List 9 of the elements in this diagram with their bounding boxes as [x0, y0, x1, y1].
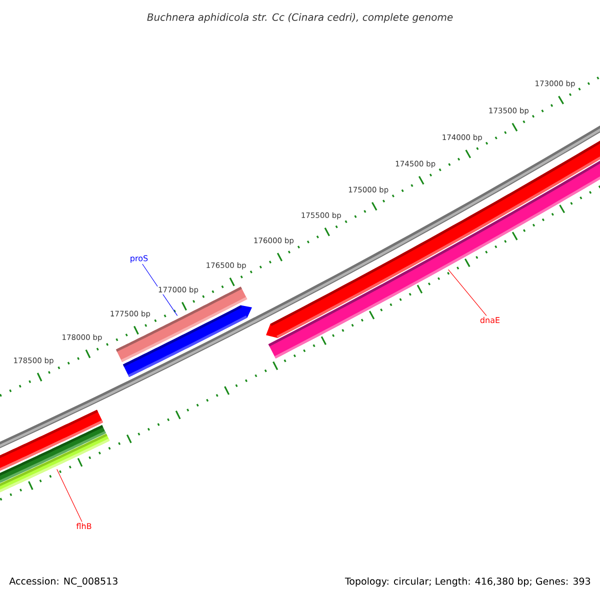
gene-label: dnaE: [480, 316, 500, 324]
accession-text: Accession: NC_008513: [9, 577, 118, 587]
leader-line: [448, 269, 487, 316]
gene-label: proS: [130, 255, 148, 263]
gene-label: flhB: [76, 522, 92, 530]
gene-bar: [0, 434, 110, 494]
genome-info-text: Topology: circular; Length: 416,380 bp; Genes: 393: [344, 577, 590, 587]
title: Buchnera aphidicola str. Cc (Cinara cedri), complete genome: [147, 13, 453, 23]
leader-line: [142, 264, 178, 316]
